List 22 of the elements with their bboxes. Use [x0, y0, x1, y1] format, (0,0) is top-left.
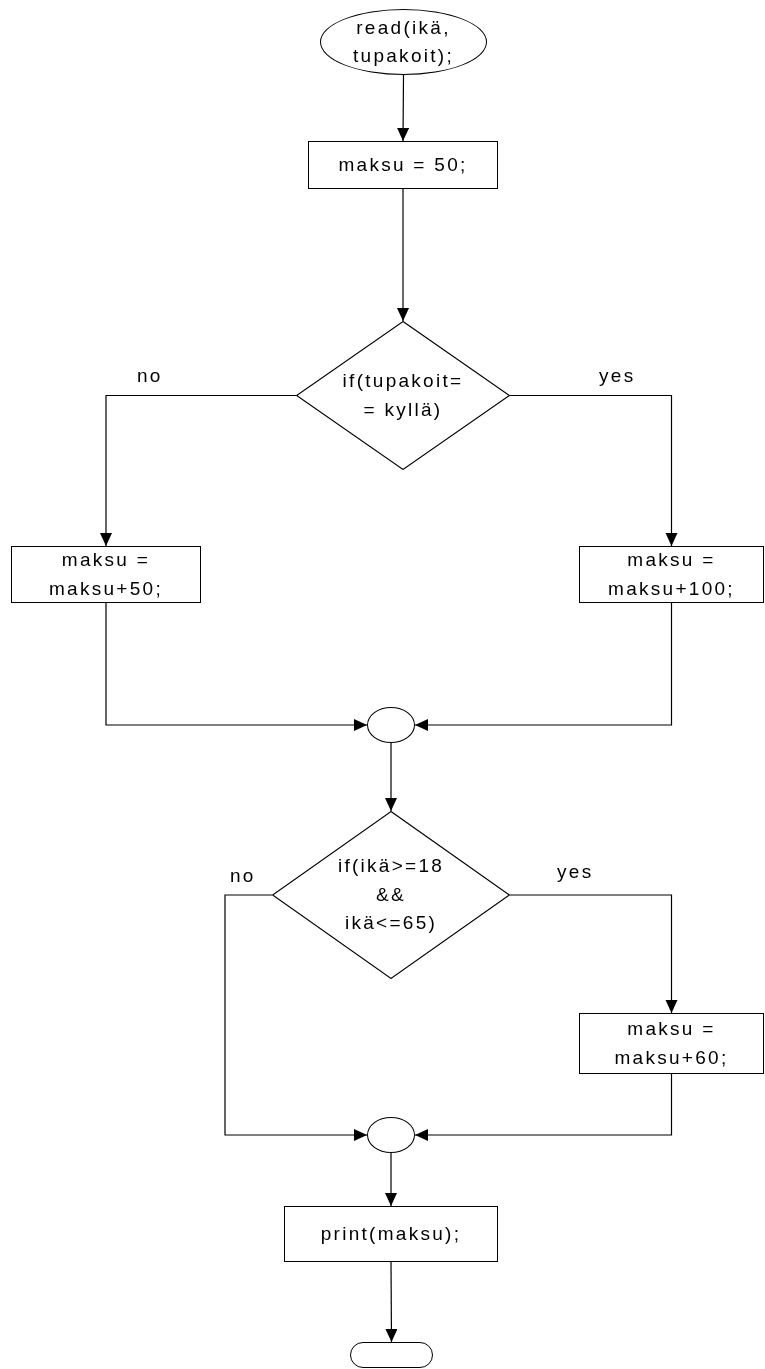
- terminal-oval: read(ikä, tupakoit);: [320, 9, 487, 75]
- arrow: [509, 394, 678, 547]
- arrow: [105, 602, 368, 731]
- decision-diamond: if(ikä>=18 && ikä<=65): [272, 811, 510, 979]
- arrow: [414, 1073, 673, 1141]
- junction-circle: [367, 707, 415, 743]
- arrow: [385, 1261, 398, 1343]
- process-box: maksu = 50;: [308, 141, 498, 189]
- arrow: [397, 188, 409, 322]
- junction-circle: [367, 1117, 415, 1153]
- process-box: print(maksu);: [284, 1206, 498, 1262]
- arrow: [224, 894, 368, 1141]
- decision-diamond: if(tupakoit= = kyllä): [296, 321, 510, 470]
- process-box: maksu = maksu+60;: [579, 1013, 764, 1074]
- process-box: maksu = maksu+50;: [11, 546, 201, 603]
- arrow: [385, 742, 397, 812]
- arrow: [385, 1152, 397, 1207]
- arrow: [100, 394, 297, 547]
- arrow: [509, 894, 678, 1014]
- arrow: [397, 74, 410, 142]
- process-box: maksu = maksu+100;: [579, 546, 764, 603]
- arrow: [414, 602, 673, 731]
